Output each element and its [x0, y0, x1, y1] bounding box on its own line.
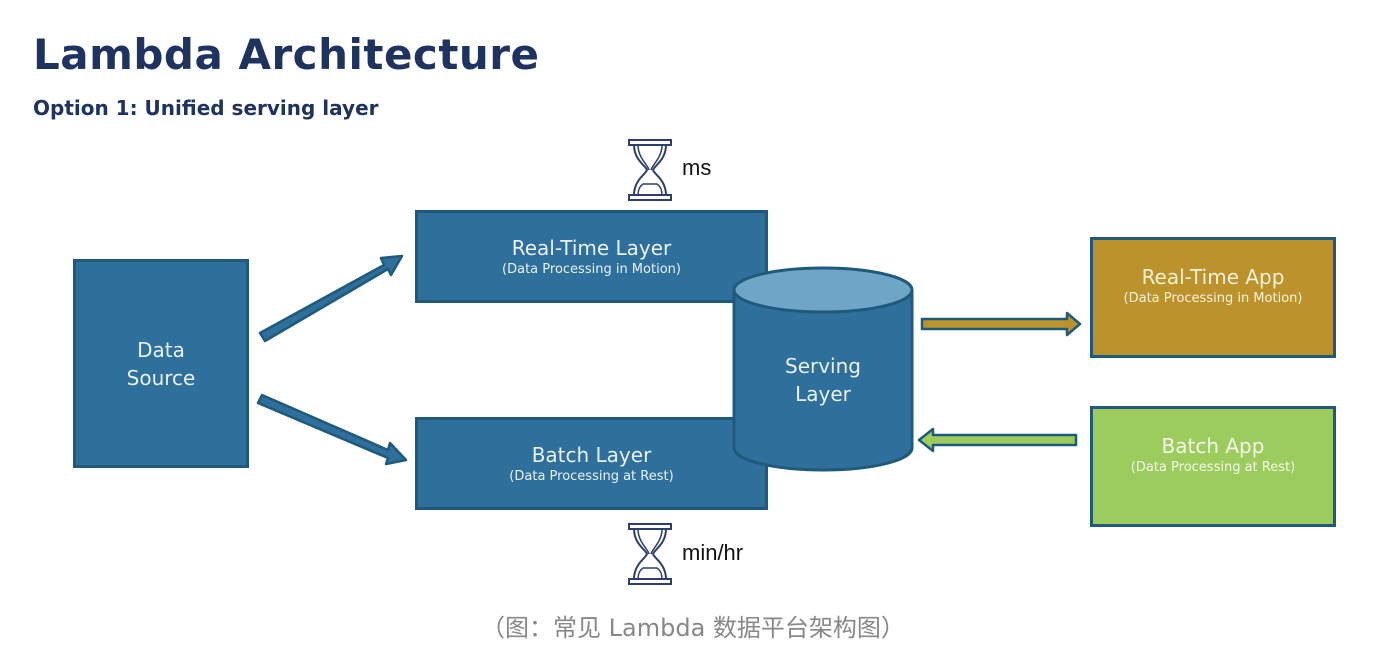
batch-app-node[interactable]: Batch App (Data Processing at Rest) [1090, 406, 1336, 527]
realtime-latency-label: ms [682, 155, 712, 180]
realtime-layer-subtitle: (Data Processing in Motion) [502, 262, 681, 277]
data-source-label-line1: Data [137, 337, 185, 362]
arrow-source-to-batch [256, 393, 408, 466]
batch-layer-subtitle: (Data Processing at Rest) [509, 469, 674, 484]
batch-layer-title: Batch Layer [531, 443, 652, 467]
hourglass-icon [628, 139, 672, 201]
page-subtitle: Option 1: Unified serving layer [33, 96, 379, 120]
batch-app-title: Batch App [1161, 434, 1265, 458]
serving-layer-label-line2: Layer [795, 382, 851, 406]
realtime-layer-title: Real-Time Layer [511, 236, 672, 260]
realtime-layer-node[interactable]: Real-Time Layer (Data Processing in Moti… [415, 210, 768, 303]
batch-layer-node[interactable]: Batch Layer (Data Processing at Rest) [415, 417, 768, 510]
batch-app-subtitle: (Data Processing at Rest) [1130, 460, 1296, 475]
data-source-label-line2: Source [126, 365, 196, 390]
arrow-source-to-realtime [258, 254, 404, 343]
arrow-batch-app-to-serving [917, 427, 1078, 453]
serving-layer-label-line1: Serving [785, 354, 861, 378]
realtime-app-node[interactable]: Real-Time App (Data Processing in Motion… [1090, 237, 1336, 358]
data-source-node[interactable]: Data Source [73, 259, 249, 468]
arrow-serving-to-realtime-app [920, 311, 1082, 337]
serving-layer-label: Serving Layer [733, 352, 913, 408]
hourglass-icon [628, 523, 672, 585]
page-title: Lambda Architecture [33, 30, 540, 79]
realtime-app-subtitle: (Data Processing in Motion) [1123, 291, 1303, 306]
figure-caption: （图：常见 Lambda 数据平台架构图） [481, 614, 905, 642]
batch-latency-label: min/hr [682, 540, 744, 565]
realtime-app-title: Real-Time App [1141, 265, 1285, 289]
